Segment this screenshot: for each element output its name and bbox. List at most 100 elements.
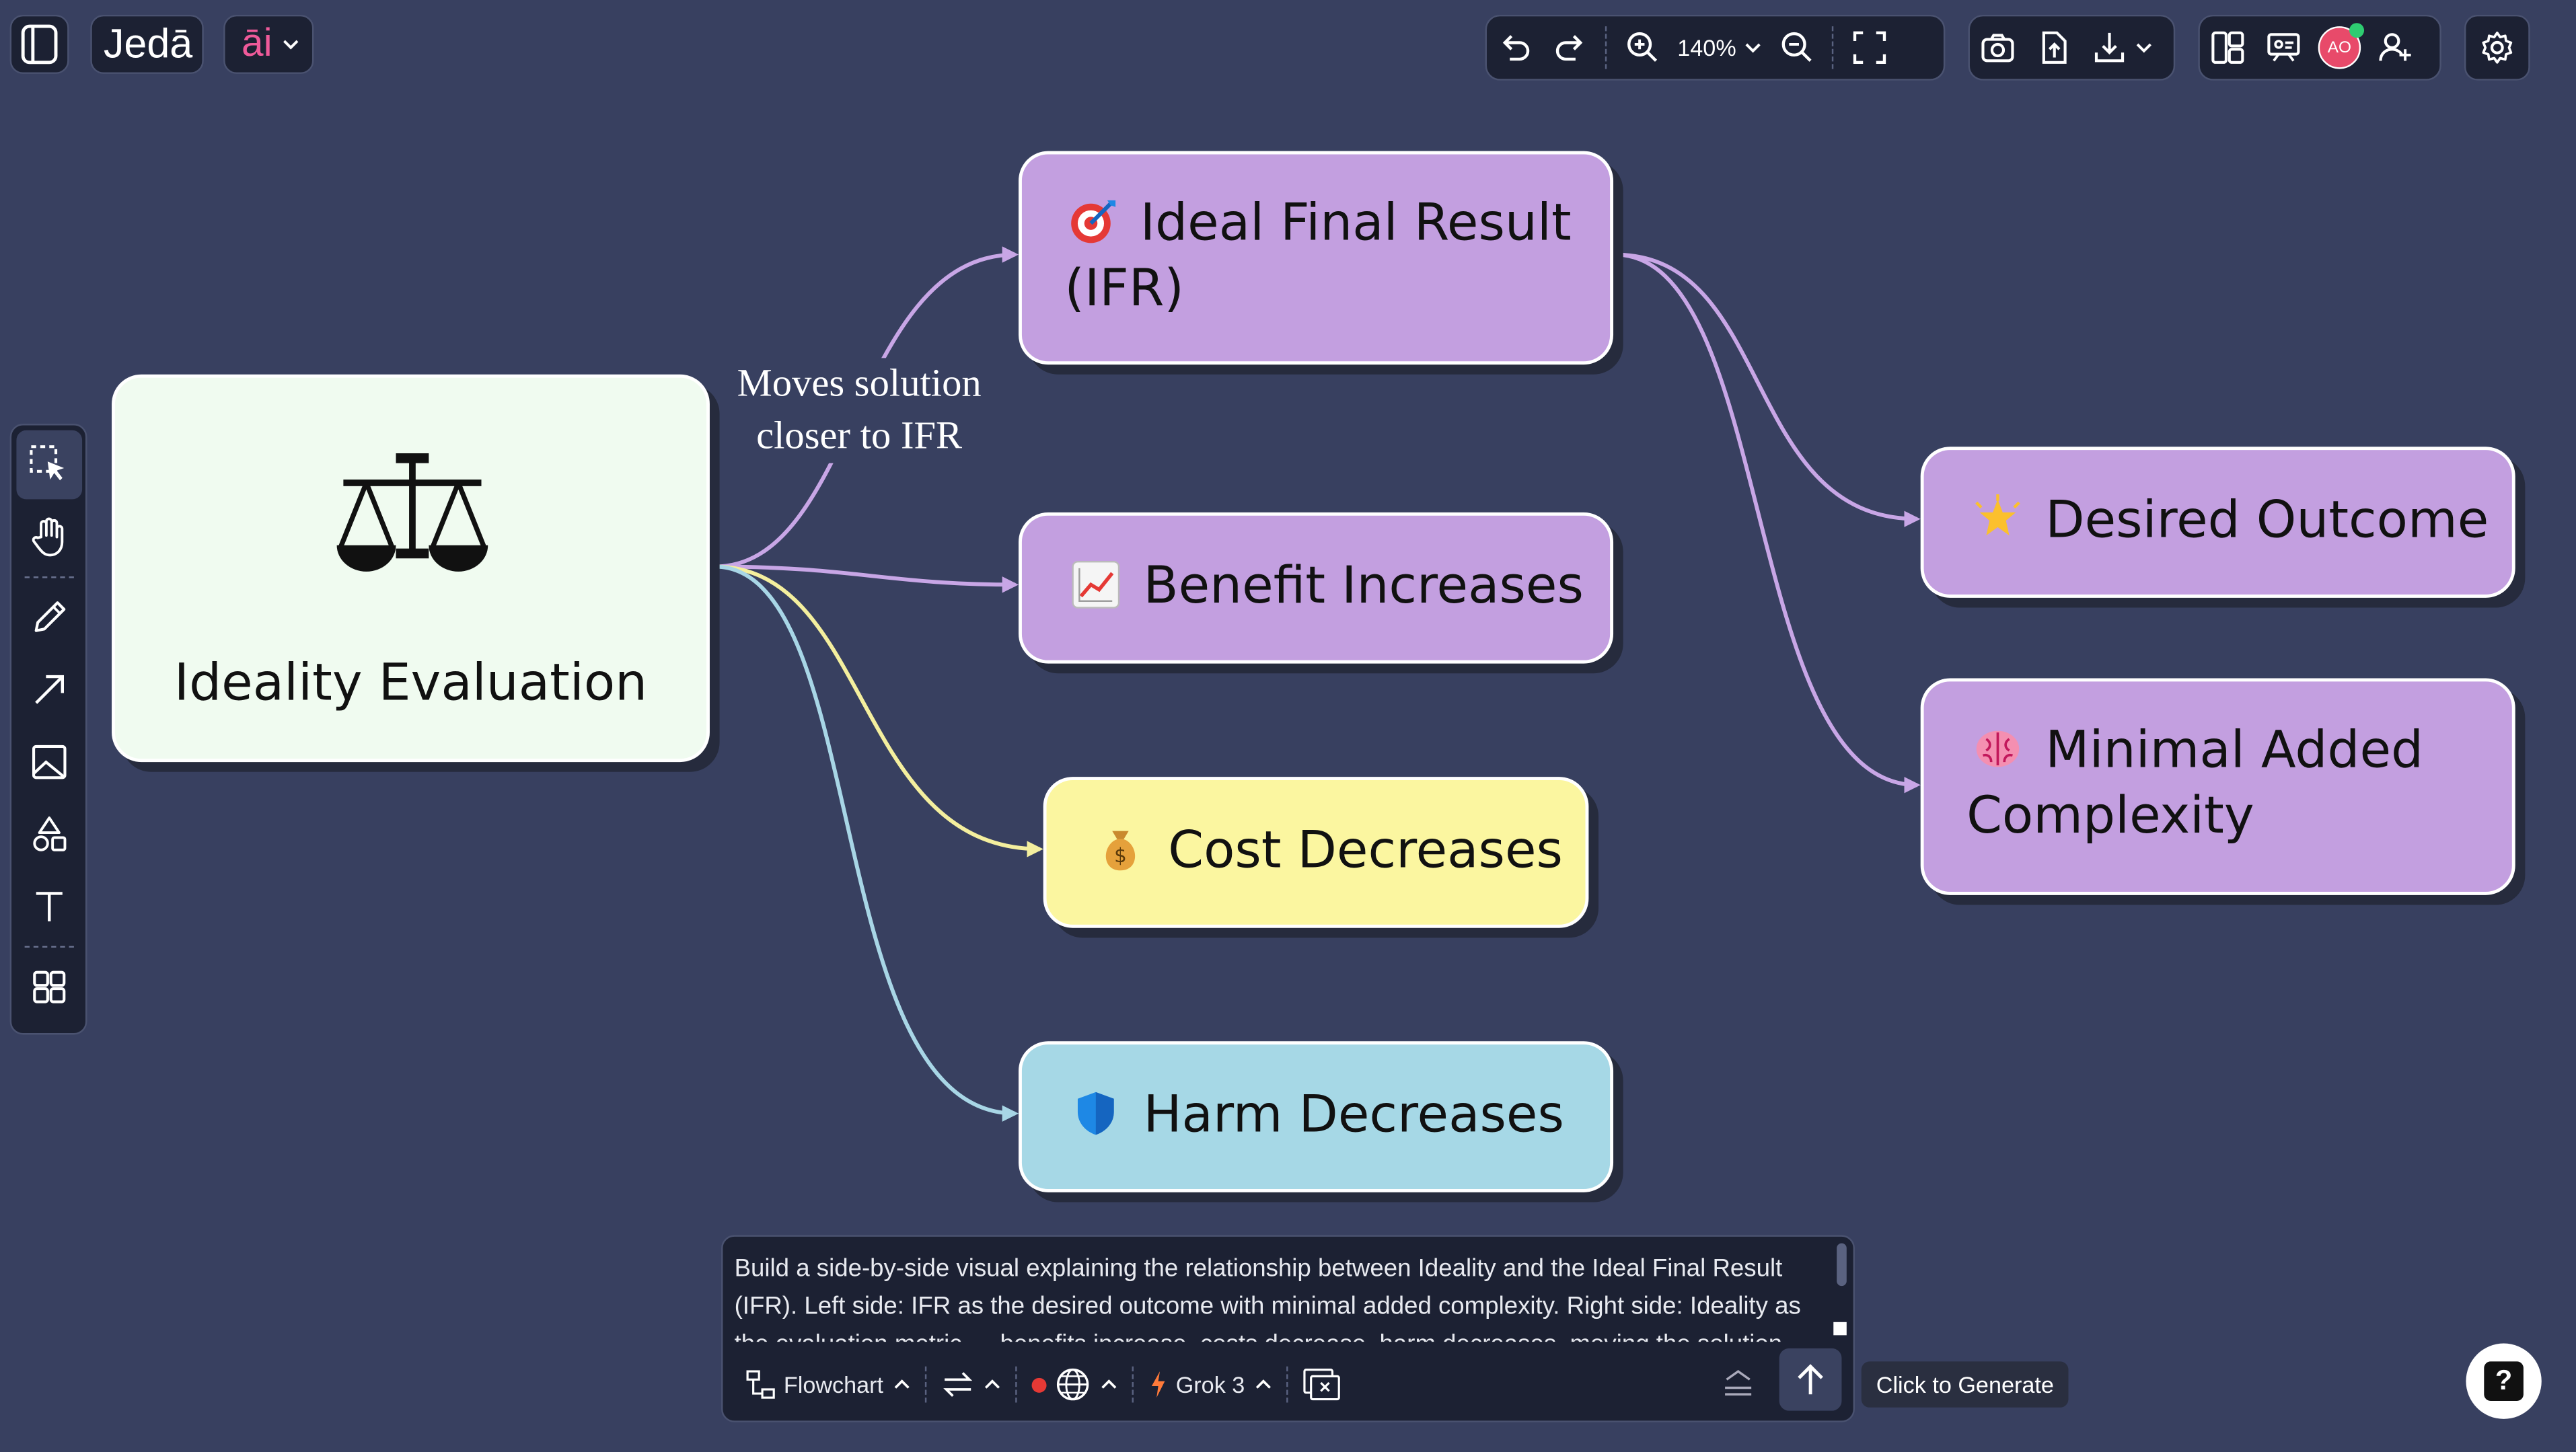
node-benefit-increases[interactable]: Benefit Increases: [1019, 512, 1614, 664]
ai-menu-button[interactable]: āi: [223, 14, 314, 74]
swap-arrows-icon: [943, 1372, 972, 1397]
screenshot-button[interactable]: [1970, 20, 2026, 75]
diagram-type-dropdown[interactable]: Flowchart: [733, 1370, 924, 1400]
generate-button[interactable]: [1779, 1348, 1842, 1411]
lightning-icon: [1151, 1371, 1165, 1398]
collapse-icon: [1725, 1369, 1752, 1396]
toolbar-separator: [1605, 26, 1609, 69]
resize-handle[interactable]: [1833, 1322, 1847, 1336]
tool-palette: [9, 424, 87, 1035]
prompt-panel: Build a side-by-side visual explaining t…: [721, 1235, 1855, 1422]
node-label: Cost Decreases: [1168, 821, 1563, 880]
layout-button[interactable]: [2200, 20, 2256, 75]
present-button[interactable]: [2256, 20, 2312, 75]
invite-user-button[interactable]: [2367, 20, 2423, 75]
node-ideal-final-result[interactable]: Ideal Final Result (IFR): [1019, 151, 1614, 365]
glowing-star-icon: [1975, 494, 2020, 536]
arrow-icon: [34, 675, 63, 704]
app-logo: Jedā: [103, 21, 193, 68]
zoom-level: 140%: [1677, 34, 1736, 61]
flowchart-icon: [746, 1370, 775, 1399]
select-tool[interactable]: [15, 430, 81, 500]
chevron-down-icon: [283, 40, 299, 50]
pen-tool[interactable]: [15, 583, 81, 652]
ai-label: āi: [241, 21, 272, 66]
sidebar-icon: [21, 24, 58, 65]
node-label: Harm Decreases: [1143, 1085, 1564, 1145]
zoom-in-button[interactable]: [1615, 20, 1670, 75]
attach-image-button[interactable]: [1289, 1368, 1355, 1401]
node-desired-outcome[interactable]: Desired Outcome: [1920, 447, 2515, 598]
edge-to-cost[interactable]: [714, 564, 1043, 857]
image-tool[interactable]: [15, 728, 81, 797]
node-label: Minimal Added: [2045, 721, 2424, 780]
logo-button[interactable]: Jedā: [90, 14, 204, 74]
node-label: Complexity: [1966, 786, 2254, 846]
edge-to-harm[interactable]: [714, 564, 1019, 1122]
fit-screen-button[interactable]: [1841, 20, 1897, 75]
zoom-in-icon: [1627, 32, 1658, 62]
options-separator: [1131, 1366, 1135, 1403]
settings-button[interactable]: [2464, 14, 2530, 81]
sidebar-toggle-button[interactable]: [9, 14, 69, 74]
shapes-tool[interactable]: [15, 800, 81, 869]
redo-button[interactable]: [1543, 20, 1598, 75]
options-separator: [1286, 1366, 1289, 1403]
view-share-toolbar: AO: [2198, 14, 2441, 81]
node-text: Desired Outcome: [1973, 488, 2489, 553]
image-icon: [31, 744, 66, 779]
templates-tool[interactable]: [15, 952, 81, 1022]
hand-icon: [31, 517, 63, 557]
node-cost-decreases[interactable]: $ Cost Decreases: [1043, 777, 1589, 928]
pan-tool[interactable]: [15, 502, 81, 572]
redo-icon: [1555, 35, 1583, 61]
model-label: Grok 3: [1175, 1371, 1245, 1398]
collapse-button[interactable]: [1722, 1368, 1755, 1402]
chevron-up-icon: [1101, 1379, 1116, 1389]
edge-ifr-to-desired[interactable]: [1615, 252, 1921, 527]
download-icon: [2094, 32, 2125, 63]
web-search-dropdown[interactable]: [1018, 1367, 1131, 1403]
node-label: Desired Outcome: [2045, 491, 2489, 551]
edge-to-benefit[interactable]: [714, 564, 1019, 593]
prompt-scrollbar[interactable]: [1837, 1243, 1847, 1287]
prompt-input[interactable]: Build a side-by-side visual explaining t…: [734, 1254, 1801, 1342]
node-minimal-added-complexity[interactable]: Minimal Added Complexity: [1920, 678, 2515, 895]
image-cancel-icon: [1302, 1369, 1340, 1401]
balance-scale-icon: [336, 453, 488, 572]
help-button[interactable]: ?: [2466, 1343, 2542, 1419]
layout-icon: [2211, 31, 2244, 64]
direction-dropdown[interactable]: [928, 1370, 1015, 1400]
chevron-up-icon: [984, 1379, 1000, 1389]
zoom-out-button[interactable]: [1769, 20, 1825, 75]
options-separator: [1015, 1366, 1018, 1403]
shapes-icon: [32, 816, 66, 851]
help-icon: ?: [2484, 1361, 2524, 1402]
text-tool[interactable]: [15, 872, 81, 942]
node-harm-decreases[interactable]: Harm Decreases: [1019, 1041, 1614, 1192]
model-dropdown[interactable]: Grok 3: [1135, 1370, 1286, 1400]
export-toolbar: [1968, 14, 2176, 81]
node-text: Benefit Increases: [1071, 553, 1584, 619]
main-node-ideality[interactable]: Ideality Evaluation: [112, 374, 710, 763]
select-cursor-icon: [29, 445, 64, 481]
diagram-type-label: Flowchart: [783, 1371, 884, 1398]
user-avatar[interactable]: AO: [2318, 23, 2365, 69]
download-dropdown[interactable]: [2082, 30, 2164, 66]
arrow-tool[interactable]: [15, 655, 81, 724]
node-label: Ideal Final Result: [1140, 194, 1572, 254]
upload-button[interactable]: [2026, 20, 2082, 75]
edge-ifr-to-minimal[interactable]: [1615, 252, 1921, 794]
globe-icon: [1056, 1368, 1089, 1401]
svg-text:$: $: [1114, 844, 1127, 867]
tool-separator: [24, 576, 73, 578]
node-text: Ideal Final Result (IFR): [1064, 190, 1571, 321]
zoom-level-dropdown[interactable]: 140%: [1671, 34, 1769, 61]
record-indicator: [1031, 1377, 1046, 1392]
zoom-out-icon: [1781, 32, 1812, 62]
node-text: Harm Decreases: [1071, 1082, 1564, 1148]
undo-button[interactable]: [1487, 20, 1543, 75]
grid-icon: [32, 970, 65, 1003]
generate-tooltip: Click to Generate: [1861, 1361, 2069, 1408]
